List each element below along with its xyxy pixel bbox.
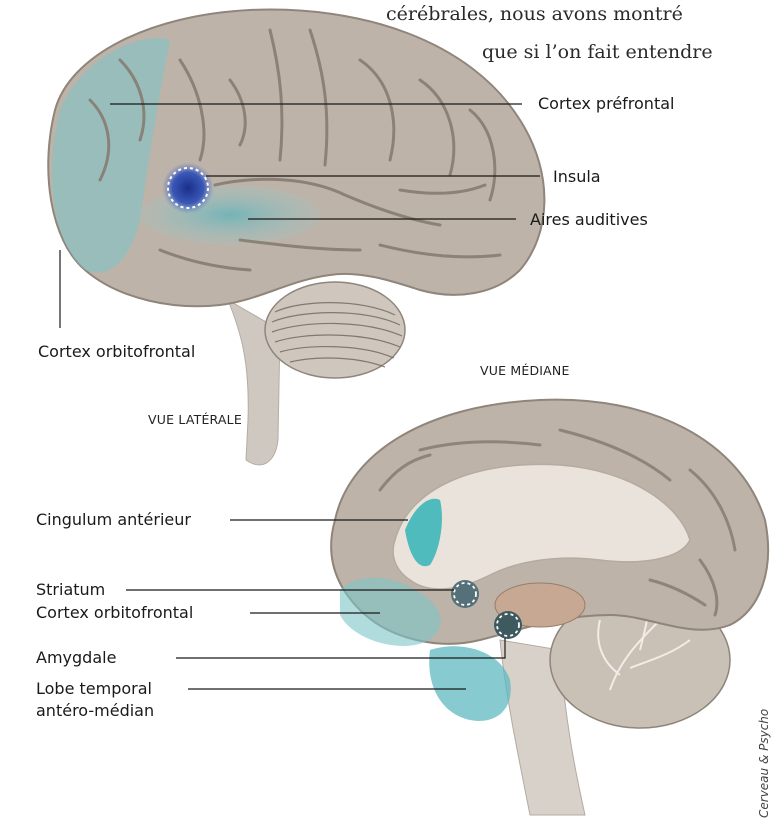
lateral-brain [48,10,544,465]
label-orbitofrontal-lateral: Cortex orbitofrontal [38,342,195,362]
label-temporal-line-1: Lobe temporal [36,679,152,699]
label-amygdala: Amygdale [36,648,116,668]
label-insula: Insula [553,167,601,187]
label-striatum: Striatum [36,580,105,600]
median-view-title: VUE MÉDIANE [480,363,570,378]
striatum-region [451,580,479,608]
amygdala-region [494,611,522,639]
label-temporal-line-2: antéro-médian [36,701,154,721]
lateral-view-title: VUE LATÉRALE [148,412,242,427]
label-auditory-areas: Aires auditives [530,210,648,230]
median-brain [331,400,768,815]
insula-region [162,162,214,214]
label-cingulum: Cingulum antérieur [36,510,191,530]
image-credit: Cerveau & Psycho [757,709,771,818]
label-cortex-prefrontal: Cortex préfrontal [538,94,674,114]
label-orbitofrontal-median: Cortex orbitofrontal [36,603,193,623]
